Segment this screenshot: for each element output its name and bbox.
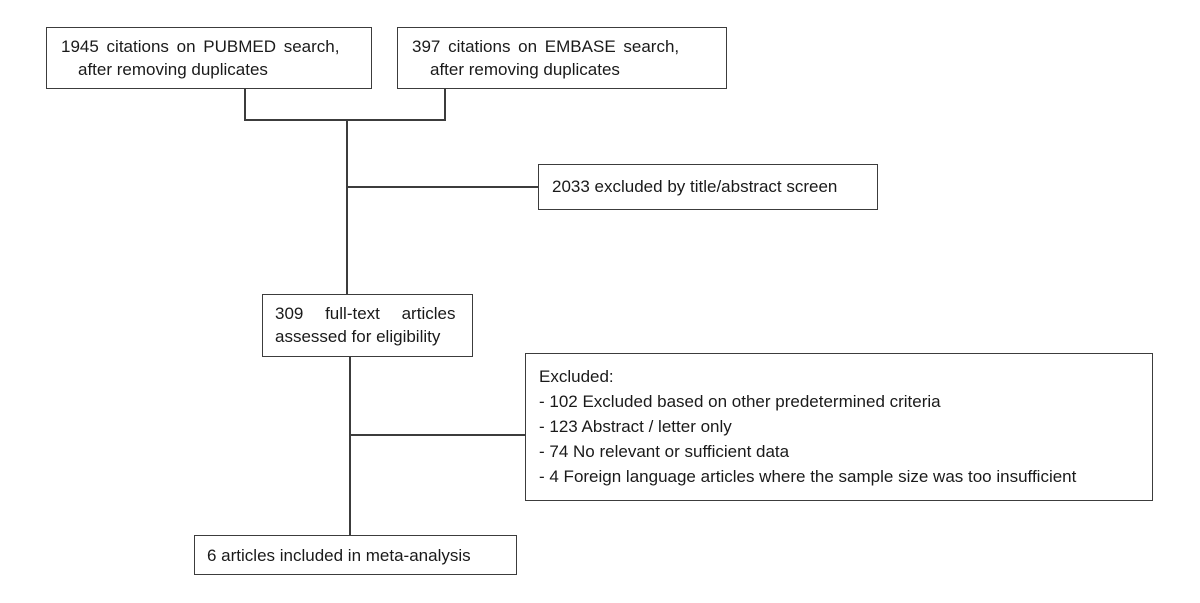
embase-citations-box: 397 citations on EMBASE search, after re… (397, 27, 727, 89)
pubmed-citations-line1: 1945 citations on PUBMED search, (61, 37, 340, 56)
included-articles-text: 6 articles included in meta-analysis (207, 546, 471, 565)
excluded-screen-box: 2033 excluded by title/abstract screen (538, 164, 878, 210)
fulltext-assessed-line1: 309 full-text articles (275, 304, 456, 323)
pubmed-citations-line2: after removing duplicates (78, 60, 268, 79)
excluded-reason-item: - 4 Foreign language articles where the … (539, 467, 1077, 486)
excluded-reason-item: - 123 Abstract / letter only (539, 417, 732, 436)
excluded-fulltext-box: Excluded: - 102 Excluded based on other … (525, 353, 1153, 501)
fulltext-assessed-line2: assessed for eligibility (275, 327, 441, 346)
excluded-fulltext-heading: Excluded: (539, 367, 614, 386)
pubmed-citations-box: 1945 citations on PUBMED search, after r… (46, 27, 372, 89)
excluded-reason-item: - 74 No relevant or sufficient data (539, 442, 790, 461)
embase-citations-line1: 397 citations on EMBASE search, (412, 37, 680, 56)
excluded-screen-text: 2033 excluded by title/abstract screen (552, 177, 838, 196)
embase-citations-line2: after removing duplicates (430, 60, 620, 79)
fulltext-assessed-box: 309 full-text articles assessed for elig… (262, 294, 473, 357)
excluded-reason-item: - 102 Excluded based on other predetermi… (539, 392, 941, 411)
included-articles-box: 6 articles included in meta-analysis (194, 535, 517, 575)
